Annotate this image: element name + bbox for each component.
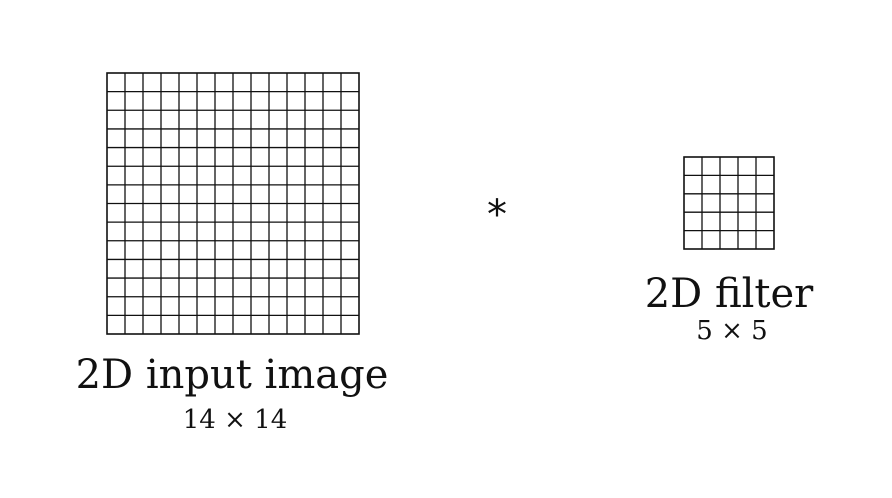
convolution-operator: *	[487, 192, 507, 238]
filter-grid-outline	[683, 156, 775, 250]
input-image-grid	[106, 72, 360, 335]
filter-size: 5 × 5	[696, 316, 767, 346]
input-image-size: 14 × 14	[183, 405, 287, 435]
filter-title: 2D filter	[645, 271, 814, 317]
input-image-title: 2D input image	[76, 352, 389, 398]
filter-grid	[683, 156, 775, 250]
